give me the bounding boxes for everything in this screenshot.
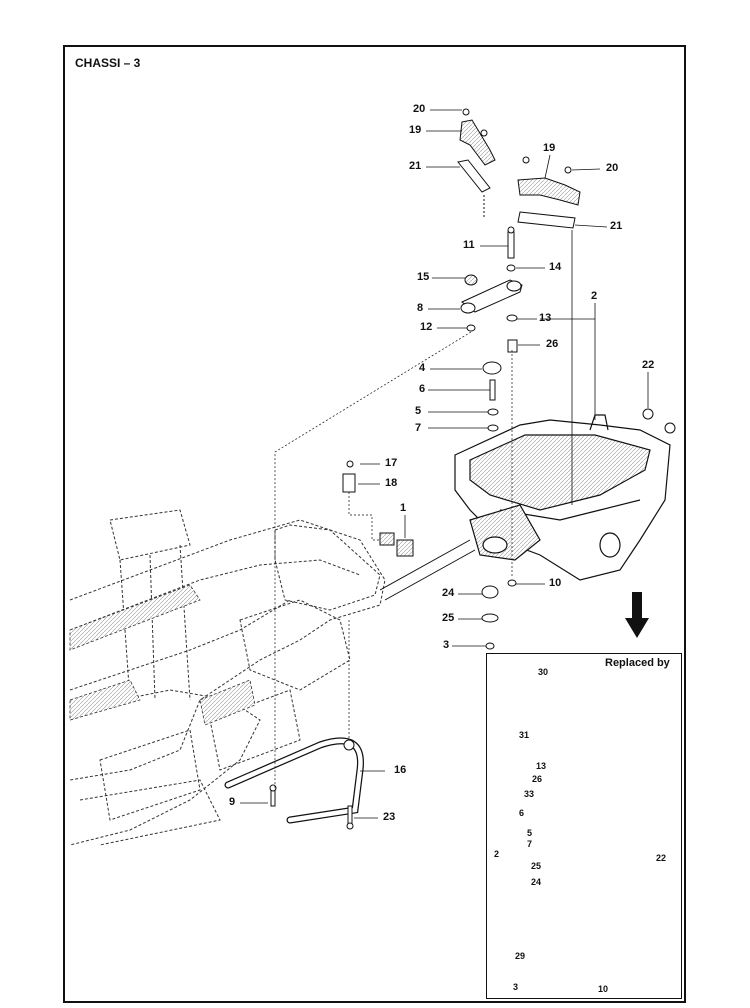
part-label-1: 1	[400, 502, 407, 514]
part-label-12: 12	[420, 321, 433, 333]
part-label-22: 22	[642, 359, 655, 371]
inset-label-13: 13	[536, 761, 547, 771]
inset-title: Replaced by	[605, 657, 670, 669]
inset-label-7: 7	[527, 839, 533, 849]
leader-lines	[240, 109, 649, 819]
part-label-5: 5	[415, 405, 422, 417]
part-label-6: 6	[419, 383, 426, 395]
arm-assembly	[269, 226, 676, 830]
replacement-inset	[486, 653, 682, 999]
part-label-18: 18	[385, 477, 398, 489]
part-label-13: 13	[539, 312, 552, 324]
inset-label-6: 6	[519, 808, 525, 818]
inset-label-10: 10	[598, 984, 609, 994]
part-label-14: 14	[549, 261, 562, 273]
inset-label-25: 25	[531, 861, 542, 871]
inset-label-2: 2	[494, 849, 500, 859]
part-label-21: 21	[409, 160, 422, 172]
inset-label-24: 24	[531, 877, 542, 887]
part-label-26: 26	[546, 338, 559, 350]
inset-label-31: 31	[519, 730, 530, 740]
pivot-rod	[379, 539, 476, 601]
inset-label-33: 33	[524, 789, 535, 799]
bracket-right	[517, 156, 581, 229]
part-label-7: 7	[415, 422, 422, 434]
part-label-17: 17	[385, 457, 398, 469]
part-label-20: 20	[606, 162, 619, 174]
chassis-housing	[454, 414, 671, 581]
part-label-10: 10	[549, 577, 562, 589]
part-label-19: 19	[543, 142, 556, 154]
part-label-16: 16	[394, 764, 407, 776]
reference-lines	[274, 331, 513, 790]
part-label-4: 4	[419, 362, 426, 374]
inset-label-3: 3	[513, 982, 519, 992]
part-label-21: 21	[610, 220, 623, 232]
bracket-left	[457, 108, 496, 218]
part-label-24: 24	[442, 587, 455, 599]
part-label-20: 20	[413, 103, 426, 115]
part-label-3: 3	[443, 639, 450, 651]
inset-label-22: 22	[656, 853, 667, 863]
part-label-19: 19	[409, 124, 422, 136]
part-label-8: 8	[417, 302, 424, 314]
frame-shading	[69, 584, 256, 726]
inset-label-26: 26	[532, 774, 543, 784]
inset-label-30: 30	[538, 667, 549, 677]
page-title: CHASSI – 3	[75, 56, 141, 70]
part-label-2: 2	[591, 290, 598, 302]
part-label-23: 23	[383, 811, 396, 823]
diagram-frame	[63, 45, 686, 1003]
part-label-25: 25	[442, 612, 455, 624]
part-label-9: 9	[229, 796, 236, 808]
inset-label-29: 29	[515, 951, 526, 961]
part-label-11: 11	[463, 239, 475, 251]
part-label-15: 15	[417, 271, 430, 283]
down-arrow-icon	[625, 592, 649, 638]
inset-label-5: 5	[527, 828, 533, 838]
